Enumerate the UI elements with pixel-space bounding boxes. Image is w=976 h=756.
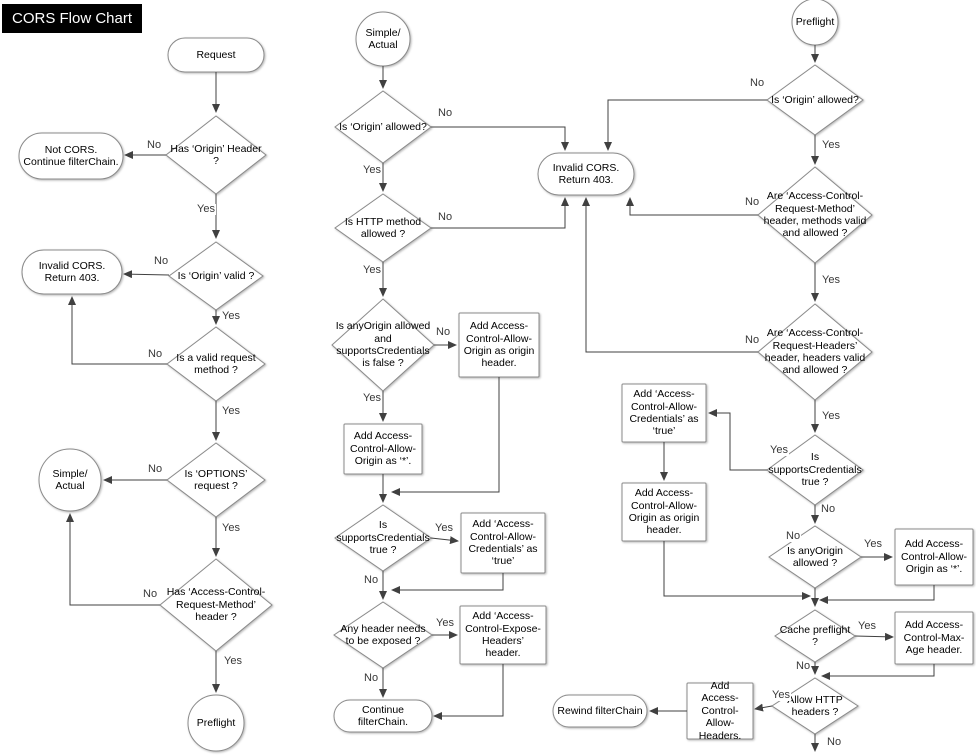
node-valid-method-shape	[166, 326, 266, 402]
node-is-options-shape	[166, 442, 266, 518]
node-cred-mid-shape	[334, 504, 432, 572]
node-origin-allowed-mid-shape	[334, 90, 432, 164]
node-add-star-mid-shape	[343, 423, 423, 475]
node-anyorigin-mid-shape	[331, 298, 435, 392]
edge-connector-14	[431, 197, 569, 229]
edge-connector-21	[391, 573, 504, 594]
node-continue-fc-shape	[333, 699, 433, 733]
node-invalid-mid-shape	[537, 152, 635, 196]
node-rewind-shape	[552, 694, 648, 728]
node-add-star-r-shape	[894, 528, 974, 586]
node-has-acrm-shape	[159, 558, 273, 652]
edge-connector-35	[663, 541, 811, 600]
edge-connector-3	[123, 270, 170, 279]
node-simple-actual-left-shape	[38, 448, 102, 512]
edge-connector-27	[604, 99, 767, 151]
node-add-expose-shape	[459, 605, 547, 665]
node-origin-valid-shape	[168, 241, 264, 311]
node-add-cred-r-shape	[621, 383, 707, 443]
edge-connector-17	[391, 377, 500, 496]
node-has-origin-shape	[165, 115, 267, 195]
edge-connector-5	[68, 296, 167, 365]
node-add-origin-r-shape	[621, 482, 707, 542]
edge-connector-20	[430, 536, 459, 545]
node-preflight-top-shape	[791, 0, 839, 46]
edge-connector-31	[582, 197, 758, 353]
node-simple-actual-mid-shape	[355, 11, 411, 67]
node-acrm-shape	[757, 166, 873, 264]
page-title: CORS Flow Chart	[2, 4, 143, 33]
edge-connector-9	[66, 513, 160, 606]
edge-connector-25	[433, 664, 504, 720]
node-allow-headers-shape	[771, 677, 859, 735]
node-invalid-left-shape	[21, 249, 123, 295]
node-cred-r-shape	[766, 434, 864, 506]
edge-connector-40	[854, 632, 894, 641]
edge-connector-12	[431, 126, 569, 151]
node-add-origin-mid-shape	[458, 312, 540, 378]
node-maxage-shape	[894, 611, 974, 665]
edge-connector-42	[821, 664, 935, 680]
edge-connector-33	[708, 409, 767, 471]
edge-connector-29	[626, 197, 758, 216]
node-http-method-shape	[334, 193, 432, 263]
node-acrh-shape	[757, 303, 873, 401]
node-anyorigin-r-shape	[768, 525, 862, 589]
node-add-allow-headers-shape	[686, 682, 754, 740]
edge-connector-39	[819, 585, 935, 604]
node-cache-shape	[774, 609, 856, 663]
node-preflight-left-shape	[187, 694, 245, 752]
node-origin-allowed-r-shape	[766, 64, 864, 136]
edge-connector-43	[754, 703, 773, 712]
node-add-cred-mid-shape	[460, 512, 546, 574]
node-not-cors-shape	[18, 132, 124, 180]
node-request-shape	[167, 37, 265, 73]
node-expose-shape	[333, 601, 433, 669]
